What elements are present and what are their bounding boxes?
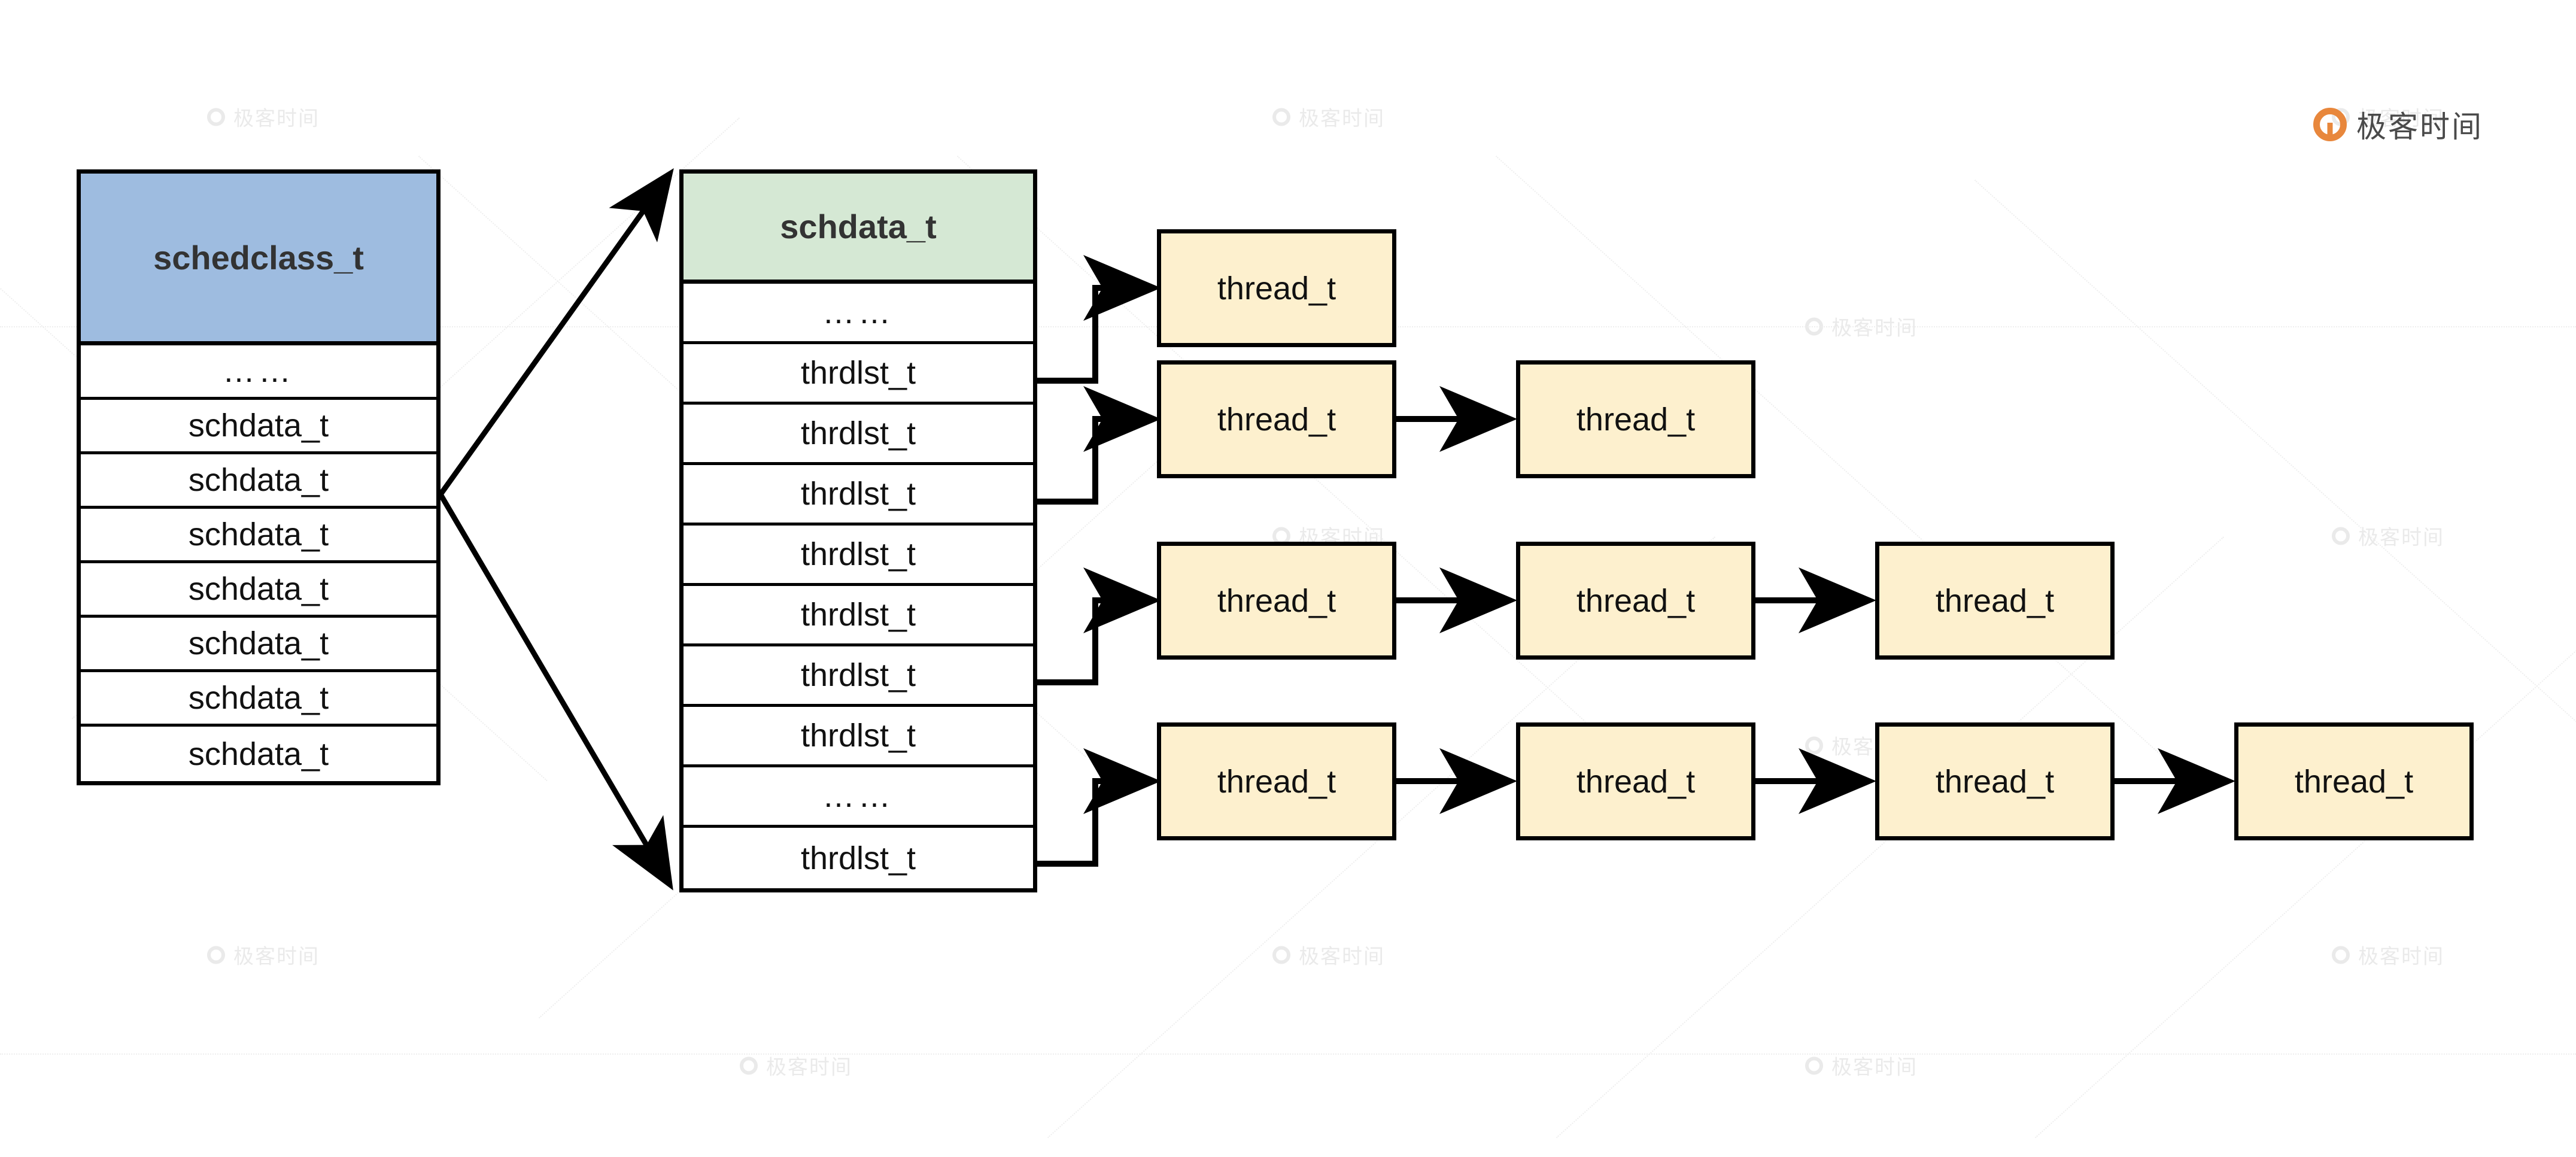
schdata-row-thrdlst-4: thrdlst_t (684, 526, 1033, 586)
edge-schedclass-to-schdata-top (438, 168, 674, 496)
schdata-row-thrdlst-3: thrdlst_t (684, 465, 1033, 526)
watermark-text: 极客时间 (233, 107, 320, 130)
schedclass-row-schdata-6: schdata_t (81, 672, 436, 727)
thread-box-r3c2: thread_t (1516, 542, 1755, 660)
watermark-mark-icon (2332, 527, 2350, 545)
schedclass-table-header: schedclass_t (81, 174, 436, 345)
watermark-tile: 极客时间 (740, 1051, 852, 1080)
watermark-text: 极客时间 (1831, 317, 1918, 340)
watermark-tile: 极客时间 (2332, 940, 2444, 970)
watermark-tile: 极客时间 (1805, 312, 1918, 341)
thread-box-r3c1: thread_t (1157, 542, 1396, 660)
edge-row9-to-thread (1037, 748, 1161, 867)
watermark-tile: 极客时间 (1805, 1051, 1918, 1080)
schdata-row-thrdlst-2: thrdlst_t (684, 405, 1033, 465)
schdata-row-thrdlst-5: thrdlst_t (684, 586, 1033, 646)
schdata-row-thrdlst-6: thrdlst_t (684, 646, 1033, 707)
thread-box-r1c1: thread_t (1157, 229, 1396, 347)
watermark-tile: 极客时间 (207, 102, 320, 132)
schdata-row-ellipsis-top: …… (684, 284, 1033, 344)
geektime-logo-icon (2313, 108, 2347, 141)
thread-box-r4c4: thread_t (2234, 722, 2474, 840)
schedclass-row-schdata-1: schdata_t (81, 400, 436, 454)
watermark-hairline (1974, 180, 2576, 782)
watermark-text: 极客时间 (233, 945, 320, 968)
schdata-table: schdata_t …… thrdlst_t thrdlst_t thrdlst… (679, 169, 1037, 892)
edge-row3-to-thread (1037, 386, 1161, 505)
watermark-tile: 极客时间 (2332, 521, 2444, 551)
thread-box-r4c1: thread_t (1157, 722, 1396, 840)
schdata-table-header: schdata_t (684, 174, 1033, 284)
watermark-tile: 极客时间 (1272, 940, 1385, 970)
brand-logo: 极客时间 (2313, 103, 2483, 146)
schedclass-row-schdata-2: schdata_t (81, 454, 436, 509)
thread-box-r4c2: thread_t (1516, 722, 1755, 840)
schdata-row-thrdlst-1: thrdlst_t (684, 344, 1033, 405)
watermark-mark-icon (1272, 108, 1290, 126)
watermark-mark-icon (1805, 317, 1823, 335)
schdata-row-ellipsis-bottom: …… (684, 767, 1033, 828)
schedclass-row-schdata-4: schdata_t (81, 563, 436, 618)
watermark-mark-icon (1805, 1056, 1823, 1074)
schedclass-row-schdata-5: schdata_t (81, 618, 436, 672)
edge-schedclass-to-schdata-bottom (438, 493, 673, 891)
schdata-row-thrdlst-7: thrdlst_t (684, 707, 1033, 767)
thread-box-r2c2: thread_t (1516, 360, 1755, 478)
watermark-text: 极客时间 (1831, 1056, 1918, 1079)
watermark-mark-icon (1272, 946, 1290, 964)
thread-box-r2c1: thread_t (1157, 360, 1396, 478)
schdata-row-thrdlst-8: thrdlst_t (800, 840, 916, 876)
schedclass-table: schedclass_t …… schdata_t schdata_t schd… (77, 169, 441, 785)
watermark-text: 极客时间 (1299, 945, 1385, 968)
watermark-text: 极客时间 (1299, 107, 1385, 130)
watermark-tile: 极客时间 (207, 940, 320, 970)
watermark-text: 极客时间 (2358, 526, 2444, 549)
edge-row1-to-thread (1037, 255, 1161, 384)
watermark-mark-icon (207, 946, 225, 964)
edge-row6-to-thread (1037, 567, 1161, 685)
watermark-text: 极客时间 (766, 1056, 852, 1079)
schedclass-row-ellipsis: …… (81, 345, 436, 400)
watermark-mark-icon (2332, 946, 2350, 964)
schedclass-row-schdata-3: schdata_t (81, 509, 436, 563)
watermark-text: 极客时间 (2358, 945, 2444, 968)
watermark-mark-icon (740, 1056, 758, 1074)
thread-box-r4c3: thread_t (1875, 722, 2115, 840)
watermark-mark-icon (1805, 736, 1823, 754)
watermark-hairline (0, 1053, 2576, 1055)
thread-box-r3c3: thread_t (1875, 542, 2115, 660)
schedclass-row-schdata-7: schdata_t (188, 736, 329, 772)
watermark-tile: 极客时间 (1272, 102, 1385, 132)
watermark-mark-icon (207, 108, 225, 126)
brand-name: 极客时间 (2356, 110, 2483, 144)
